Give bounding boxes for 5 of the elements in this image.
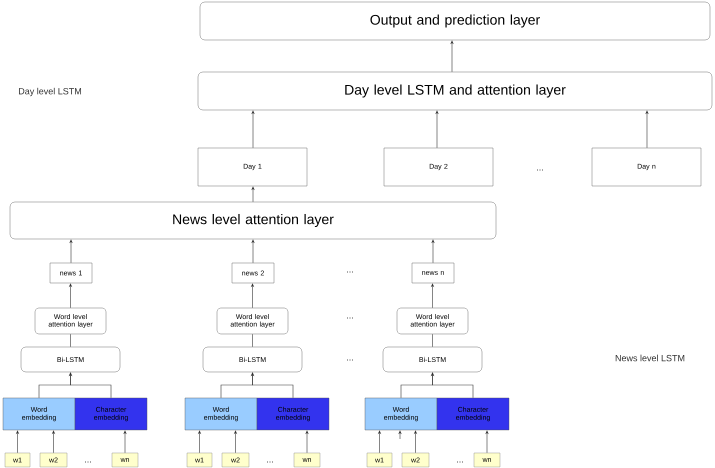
process-box: Output and prediction layer (200, 2, 710, 40)
side-label: Day level LSTM (19, 88, 82, 96)
side-label: News level LSTM (616, 354, 684, 362)
process-box: Day level LSTM and attention layer (198, 72, 712, 110)
process-box: News level attention layer (10, 202, 496, 240)
